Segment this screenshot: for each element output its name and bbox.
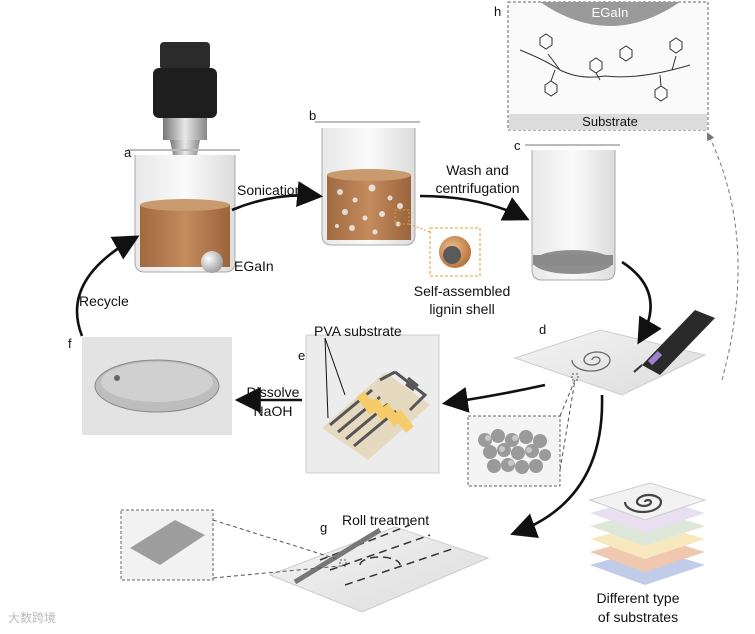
dissolve-label-line1: Dissolve	[246, 384, 300, 400]
panel-a-beaker	[128, 42, 240, 273]
panel-g-roll	[120, 509, 490, 613]
panel-label-d: d	[539, 322, 547, 337]
panel-label-f: f	[68, 336, 72, 351]
wash-label-line1: Wash and	[446, 162, 509, 178]
panel-f-petri-dish	[82, 337, 232, 435]
egain-label: EGaIn	[234, 258, 274, 274]
panel-label-g: g	[320, 520, 328, 535]
panel-label-b: b	[309, 108, 317, 123]
panel-label-e: e	[298, 348, 306, 363]
pva-pointers	[324, 337, 346, 419]
panel-label-c: c	[514, 138, 521, 153]
diff-label-line1: Different type	[596, 590, 680, 606]
diff-label-line2: of substrates	[597, 609, 679, 625]
panel-label-a: a	[124, 145, 132, 160]
panel-h-structure	[507, 1, 709, 131]
process-arrows	[75, 181, 662, 539]
h-substrate-label: Substrate	[582, 114, 638, 129]
pva-label: PVA substrate	[314, 323, 402, 339]
watermark: 大数跨境	[8, 611, 57, 625]
roll-label: Roll treatment	[342, 512, 430, 528]
h-egain-label: EGaIn	[591, 5, 629, 20]
dashed-arrow-to-h	[707, 132, 739, 381]
leader-lines	[212, 379, 576, 579]
wash-label-line2: centrifugation	[435, 180, 520, 196]
shell-label-line2: lignin shell	[429, 301, 495, 317]
stacked-substrates	[588, 482, 707, 585]
sonication-label: Sonication	[237, 182, 303, 198]
shell-label-line1: Self-assembled	[413, 283, 511, 299]
panel-b-beaker	[315, 121, 481, 277]
panel-e-device	[305, 334, 440, 474]
dissolve-label-line2: NaOH	[253, 403, 293, 419]
egain-droplet	[201, 251, 223, 273]
panel-c-beaker	[525, 144, 620, 281]
recycle-label: Recycle	[79, 293, 129, 309]
inset-porous-film	[467, 415, 561, 487]
panel-d-printing	[513, 310, 715, 396]
panel-label-h: h	[494, 4, 502, 19]
